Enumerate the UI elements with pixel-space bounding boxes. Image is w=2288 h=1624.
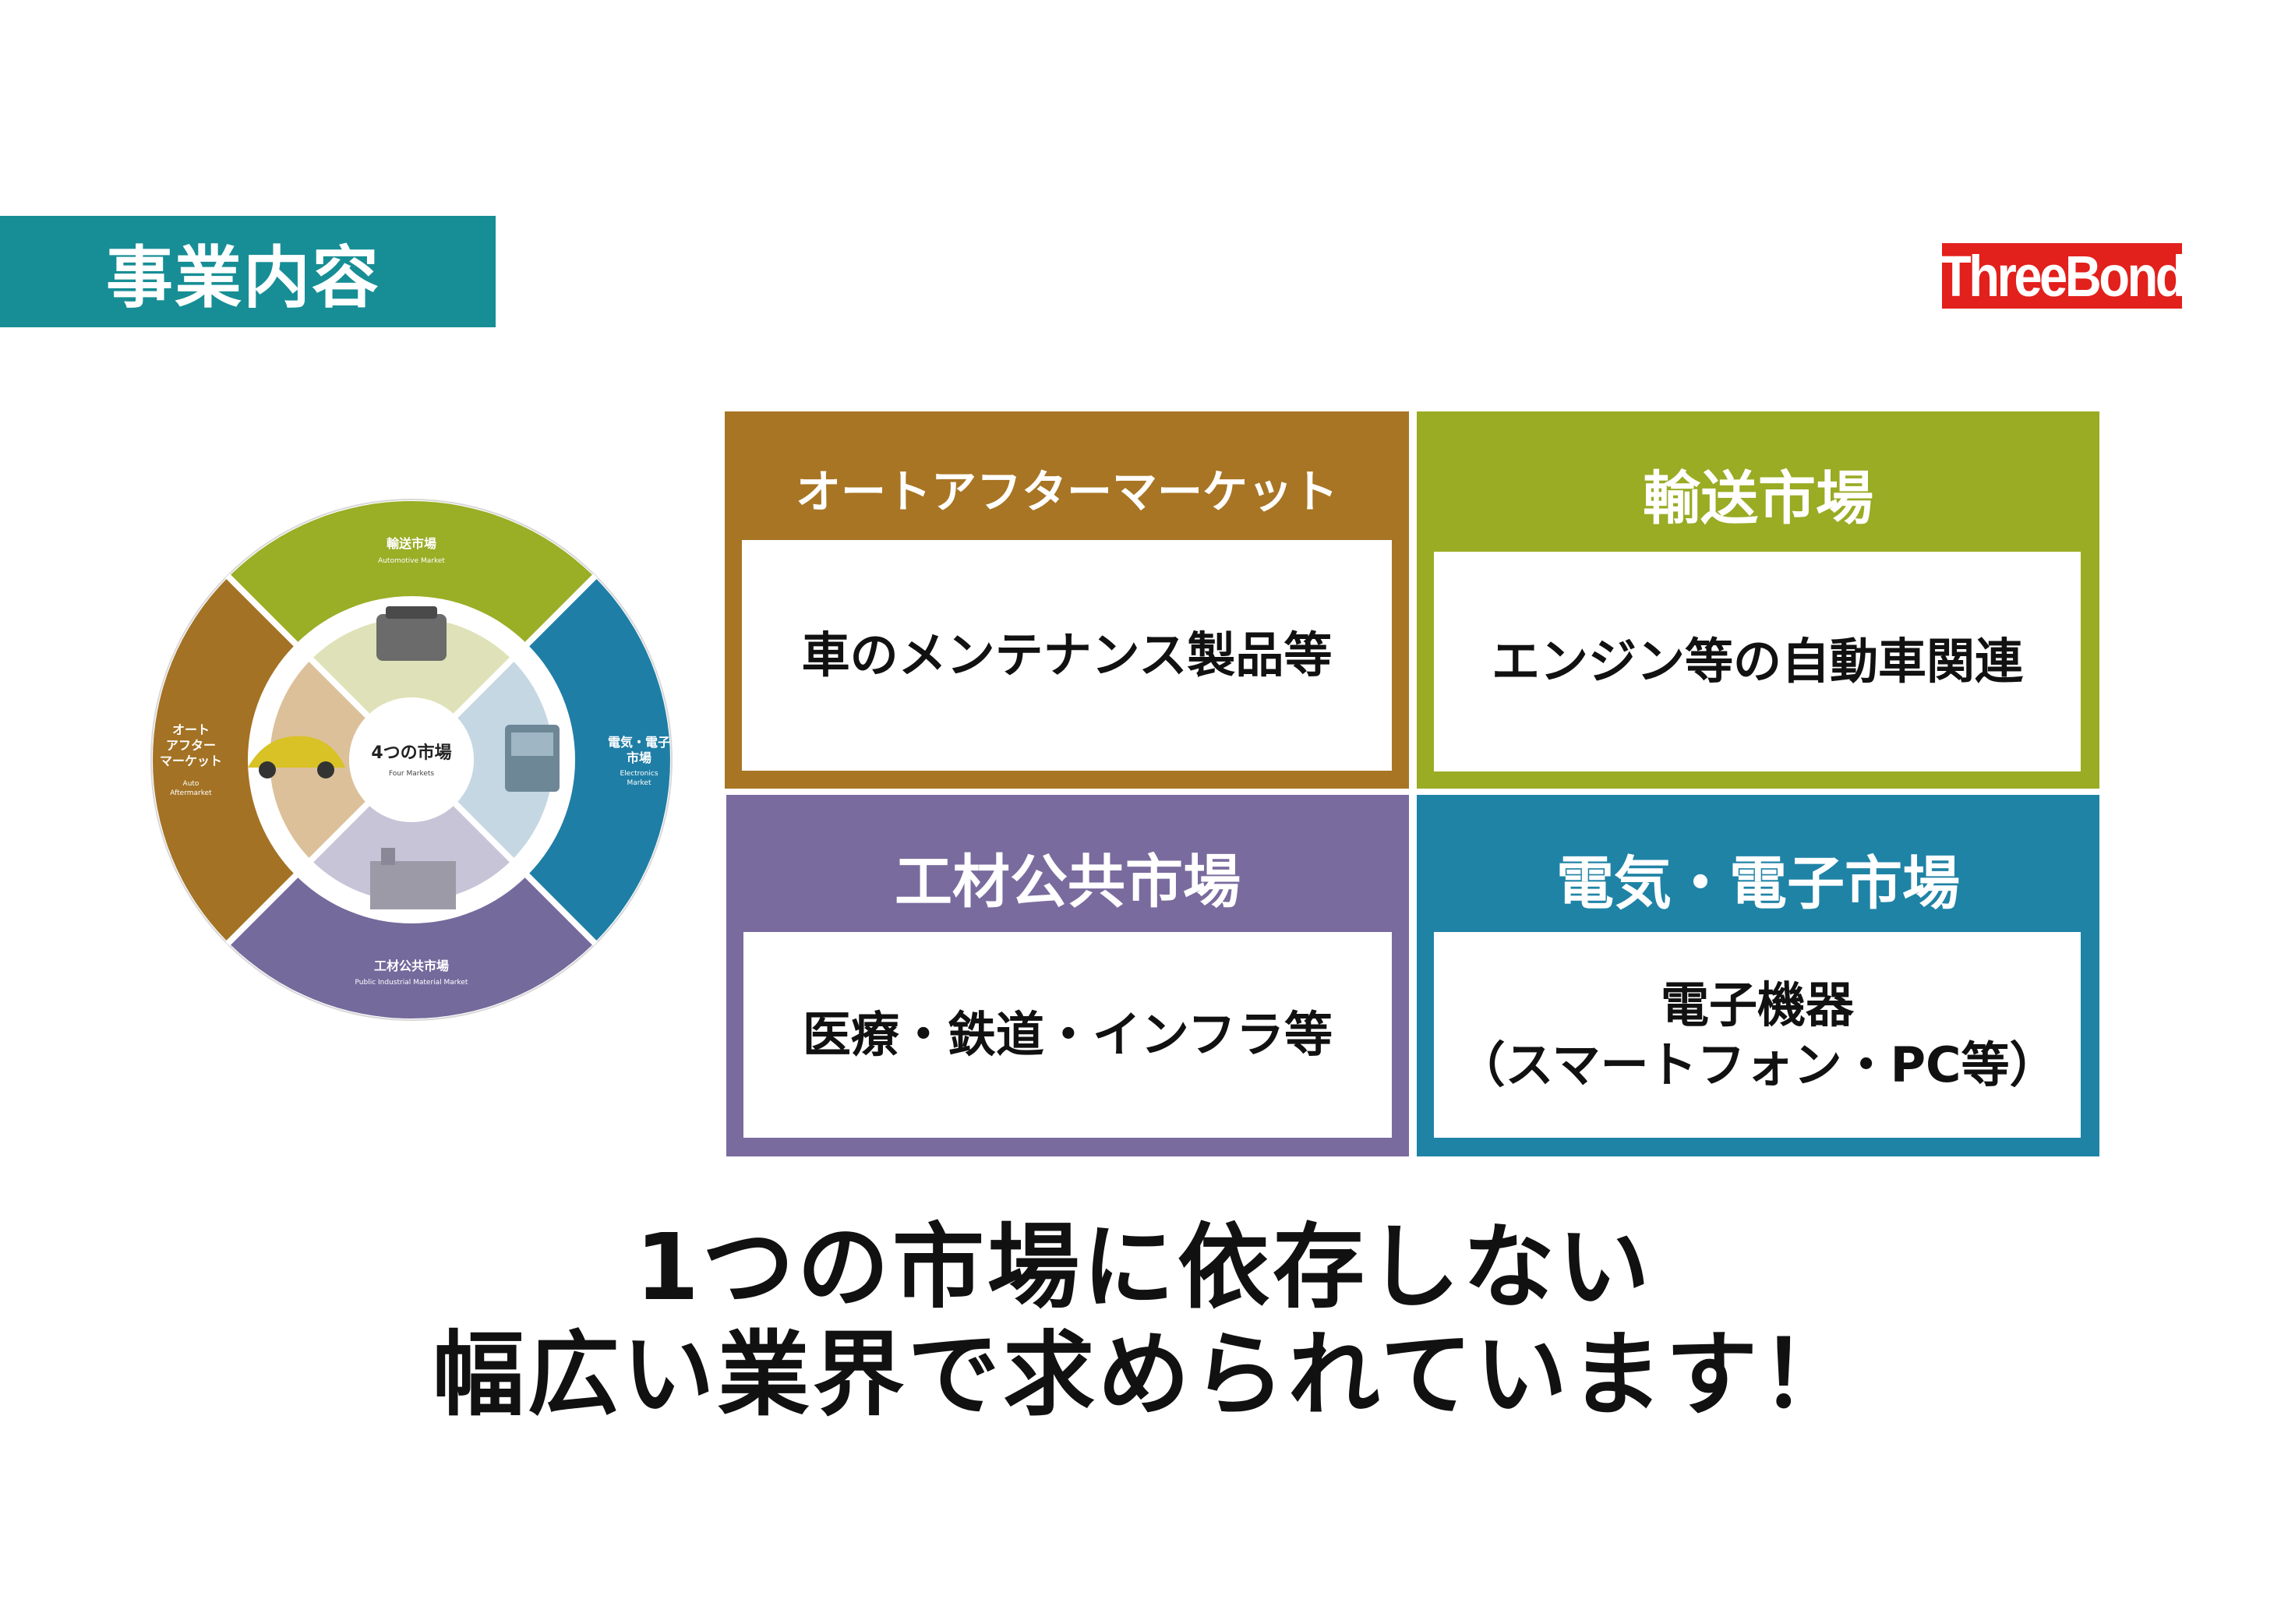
wheel-separator [453,801,598,947]
wheel-segment-public-industrial [230,877,593,1019]
market-card-public-industrial: 工材公共市場 医療・鉄道・インフラ等 [726,795,1409,1156]
factory-icon-chimney [381,848,395,865]
section-title: 事業内容 [106,239,380,317]
wheel-separator [224,573,370,718]
wheel-segment-sublabel: Auto [183,780,199,788]
four-markets-wheel: 4つの市場 Four Markets 輸送市場 Automotive Market 電気… [150,499,673,1021]
wheel-center-subtitle: Four Markets [389,770,435,778]
wheel-segment-electronics [528,578,670,941]
wheel-segment-sublabel: Electronics [620,770,658,778]
wheel-center [349,697,474,822]
wheel-segment-sublabel: Public Industrial Material Market [355,979,468,987]
wheel-segment-label: マーケット [160,754,222,768]
section-title-bar: 事業内容 [0,216,496,327]
wheel-segment-sublabel: Aftermarket [170,789,212,797]
wheel-segment-sublabel: Automotive Market [378,557,445,565]
tagline-line-2: 幅広い業界で求められています！ [432,1321,1856,1428]
market-card-title: 電気・電子市場 [1556,850,1960,917]
engine-icon-top [386,606,437,619]
car-icon-wheel [317,761,334,778]
wheel-separator [453,573,598,718]
market-card-desc: 医療・鉄道・インフラ等 [743,932,1392,1138]
wheel-inner-segment-public-industrial [313,804,510,902]
car-icon-wheel [259,761,276,778]
market-card-title: 工材公共市場 [895,849,1241,916]
circuit-board-icon-layer [511,733,553,756]
wheel-segment-sublabel: Market [627,779,651,787]
market-card-automotive: 輸送市場 エンジン等の自動車関連 [1417,411,2099,789]
wheel-inner-segment-electronics [456,662,553,858]
threebond-logo: ThreeBond [1940,243,2187,309]
market-card-title: オートアフターマーケット [795,465,1338,518]
wheel-segment-auto-aftermarket [153,578,295,941]
tagline-line-1: 1つの市場に依存しない [634,1213,1654,1321]
wheel-segment-label: 輸送市場 [387,536,436,551]
wheel-segment-label: 電気・電子 [608,735,670,750]
wheel-segment-label: オート [172,722,210,737]
wheel-separator [224,801,370,947]
market-card-desc: 車のメンテナンス製品等 [742,540,1392,771]
wheel-center-title: 4つの市場 [371,743,451,763]
market-card-desc: 電子機器 （スマートフォン・PC等） [1434,932,2081,1138]
wheel-segment-label: 市場 [627,750,651,765]
market-card-electronics: 電気・電子市場 電子機器 （スマートフォン・PC等） [1417,795,2099,1156]
wheel-inner-segment-automotive [313,618,510,715]
wheel-segment-label: アフター [166,738,216,753]
engine-icon [376,614,447,661]
wheel-segment-label: 工材公共市場 [374,959,449,973]
market-card-desc: エンジン等の自動車関連 [1434,552,2081,771]
market-card-title: 輸送市場 [1643,465,1873,532]
car-icon [248,736,345,768]
market-card-auto-aftermarket: オートアフターマーケット 車のメンテナンス製品等 [725,411,1409,789]
wheel-segment-automotive [230,501,593,643]
factory-icon [370,861,456,909]
